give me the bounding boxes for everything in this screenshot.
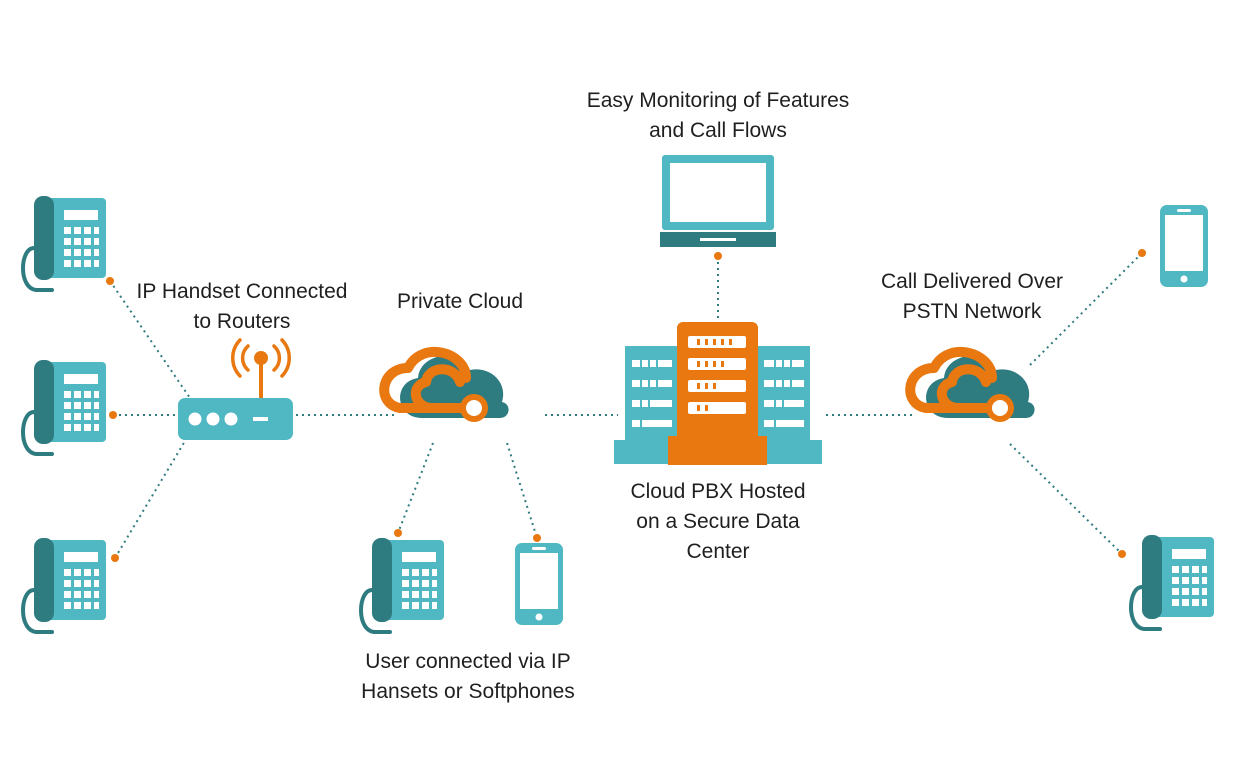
label-users: User connected via IP Hansets or Softpho…	[361, 650, 575, 703]
smartphone-icon	[1160, 205, 1208, 287]
server-rack-icon	[614, 322, 822, 465]
cloud-icon	[910, 352, 1034, 419]
connection-lines	[109, 252, 1143, 559]
label-monitoring: Easy Monitoring of Features and Call Flo…	[586, 89, 850, 142]
label-pstn: Call Delivered Over PSTN Network	[880, 270, 1064, 323]
connection-endpoints	[106, 249, 1146, 562]
cloud-icon	[384, 352, 508, 419]
desk-phone-icon	[359, 536, 446, 634]
desk-phone-icon	[21, 358, 108, 456]
wifi-router-icon	[178, 338, 293, 440]
desk-phone-icon	[1129, 533, 1216, 631]
laptop-icon	[660, 155, 776, 247]
label-ip-handset: IP Handset Connected to Routers	[136, 280, 348, 333]
label-cloud-pbx: Cloud PBX Hosted on a Secure Data Center	[630, 480, 806, 563]
desk-phone-icon	[21, 194, 108, 292]
desk-phone-icon	[21, 536, 108, 634]
label-private-cloud: Private Cloud	[396, 290, 524, 313]
smartphone-icon	[515, 543, 563, 625]
